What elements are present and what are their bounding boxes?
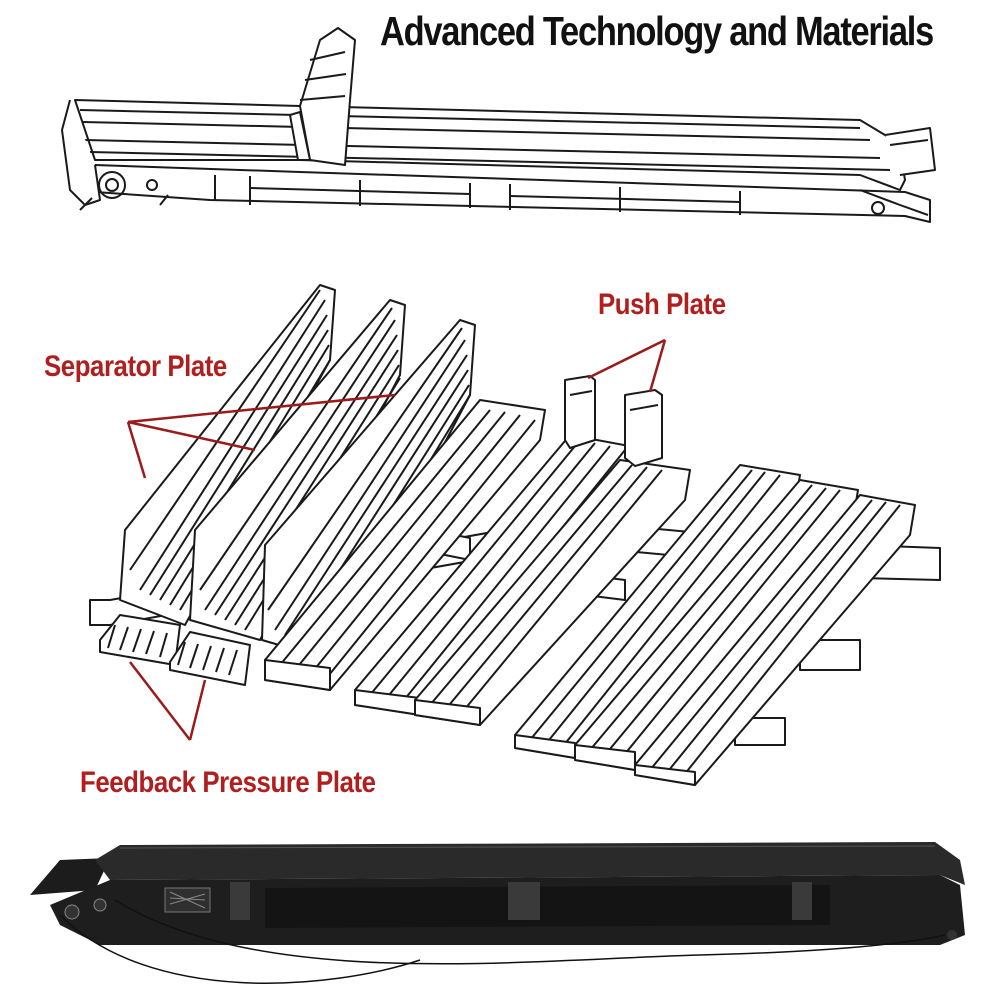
conveyor-line-drawing [61,27,936,223]
conveyor-product-photo [30,842,965,984]
multi-lane-conveyor-drawing [89,284,941,786]
push-plate-1 [564,375,596,449]
feedback-pressure-plate-2 [169,631,251,686]
belt-lane-group-2 [354,434,691,726]
belt-lane-group-1 [264,399,546,691]
separator-plate-label: Separator Plate [44,350,227,383]
push-plate-2 [624,389,663,467]
page-title: Advanced Technology and Materials [380,8,934,54]
feedback-pressure-plate-label: Feedback Pressure Plate [80,766,376,799]
callout-leader-lines [126,338,667,741]
feedback-pressure-plate-1 [99,614,181,666]
separator-plate-1 [119,284,336,626]
belt-lane-group-3 [514,464,916,786]
separator-plate-2 [189,299,406,641]
push-plate-label: Push Plate [598,288,726,321]
